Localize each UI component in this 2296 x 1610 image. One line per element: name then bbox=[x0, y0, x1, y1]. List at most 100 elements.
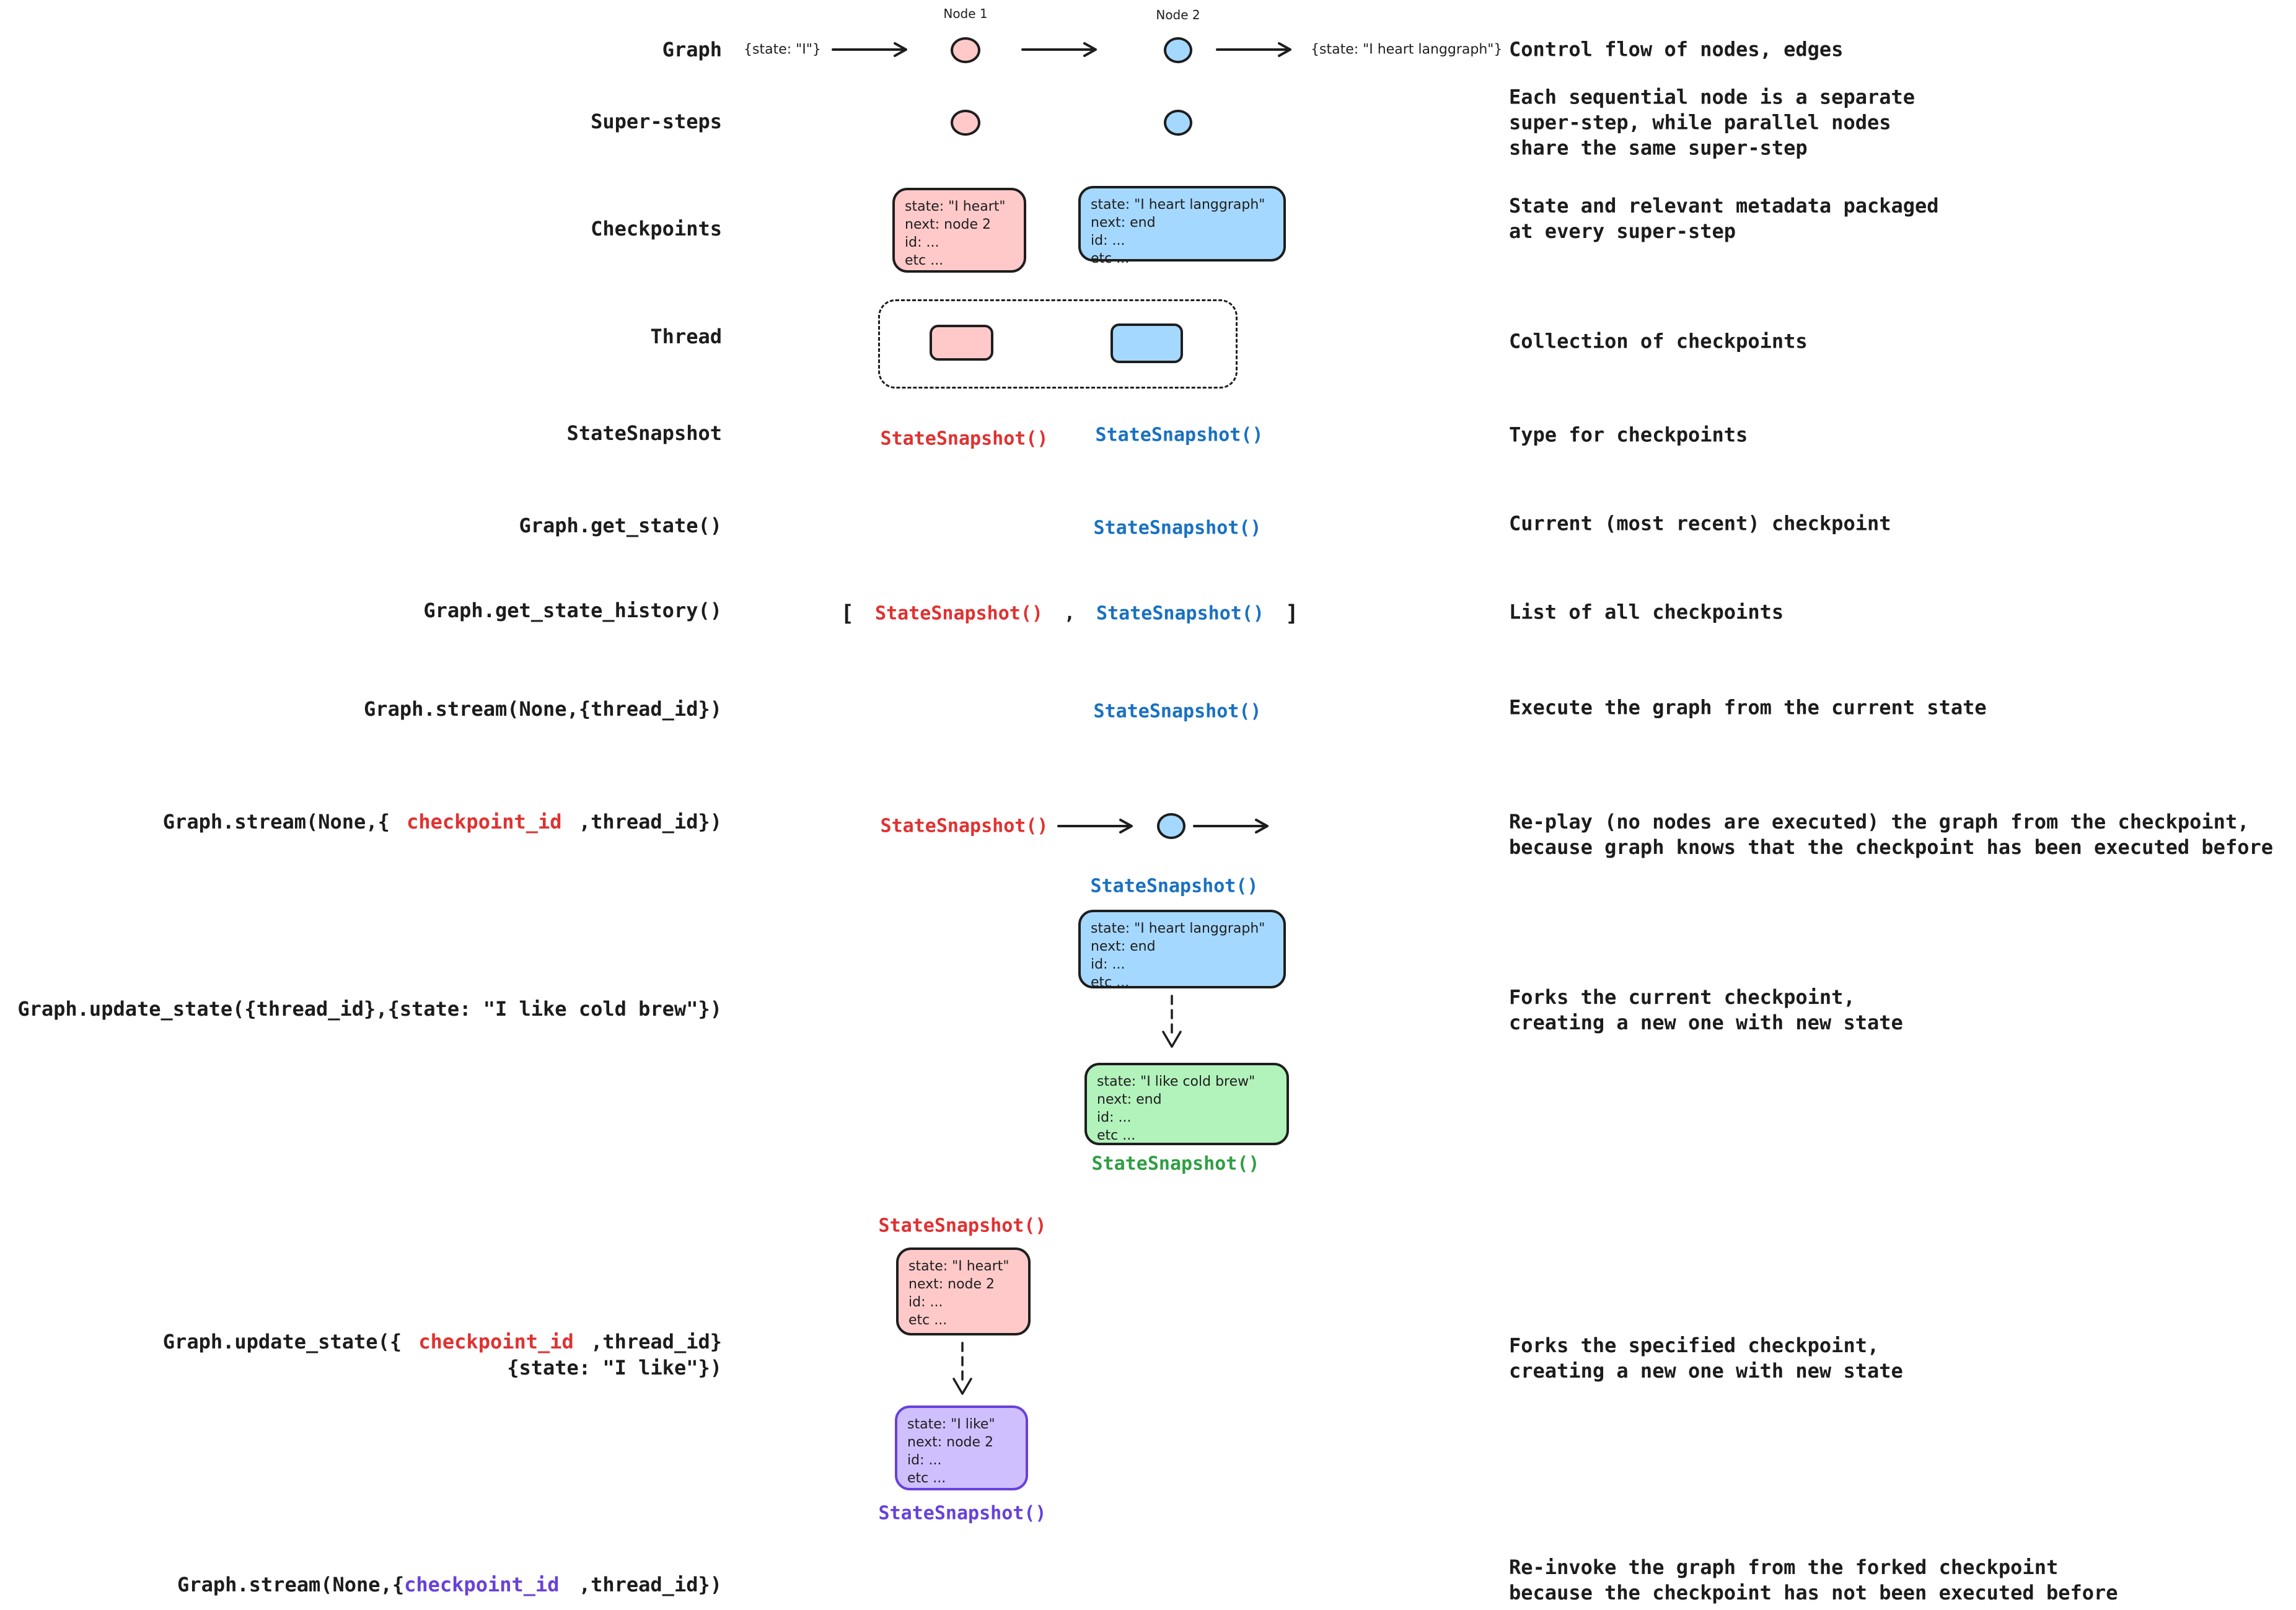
state-snapshot-call-purple: StateSnapshot() bbox=[878, 1502, 1047, 1524]
label-checkpoints: Checkpoints bbox=[591, 217, 722, 240]
card-line: state: "I heart langgraph" bbox=[1091, 197, 1265, 213]
card-line: next: end bbox=[1091, 215, 1156, 231]
desc-stream-current: Execute the graph from the current state bbox=[1509, 695, 1987, 719]
card-line: etc ... bbox=[1091, 251, 1130, 266]
superstep1-circle bbox=[951, 110, 980, 136]
state-snapshot-call-blue: StateSnapshot() bbox=[1090, 875, 1259, 897]
code-post: ,thread_id}) bbox=[566, 810, 722, 834]
bracket-open: [ bbox=[840, 600, 855, 627]
checkpoint-card-pink: state: "I heart" next: node 2 id: ... et… bbox=[896, 1247, 1031, 1335]
card-line: id: ... bbox=[908, 1295, 943, 1310]
desc-update-specified: Forks the specified checkpoint, creating… bbox=[1509, 1333, 1903, 1384]
label-stream-replay: Graph.stream(None,{ checkpoint_id ,threa… bbox=[163, 810, 722, 834]
node2-circle bbox=[1164, 37, 1192, 63]
state-snapshot-call-red: StateSnapshot() bbox=[880, 428, 1049, 450]
label-update-specified-line2: {state: "I like"}) bbox=[507, 1356, 722, 1379]
desc-line: Each sequential node is a separate bbox=[1509, 85, 1916, 109]
code-pre: Graph.stream(None,{ bbox=[162, 810, 402, 834]
card-line: etc ... bbox=[907, 1471, 946, 1486]
node1-label: Node 1 bbox=[943, 6, 988, 21]
state-snapshot-list: [ StateSnapshot() , StateSnapshot() ] bbox=[840, 601, 1298, 627]
label-graph: Graph bbox=[662, 38, 722, 61]
replay-node-circle bbox=[1157, 813, 1185, 839]
card-line: etc ... bbox=[1097, 1128, 1136, 1143]
desc-get-state-history: List of all checkpoints bbox=[1509, 600, 1784, 624]
code-post: ,thread_id}) bbox=[566, 1573, 722, 1596]
arrow-down-dashed-icon bbox=[1162, 995, 1182, 1048]
desc-stream-replay: Re-play (no nodes are executed) the grap… bbox=[1509, 809, 2273, 860]
desc-checkpoints: State and relevant metadata packaged at … bbox=[1509, 193, 1939, 244]
state-snapshot-call-blue: StateSnapshot() bbox=[1095, 424, 1264, 446]
code-post: ,thread_id} bbox=[578, 1330, 722, 1353]
checkpoint-id-token: checkpoint_id bbox=[407, 810, 562, 834]
label-super-steps: Super-steps bbox=[591, 110, 722, 133]
desc-line: creating a new one with new state bbox=[1509, 1359, 1903, 1383]
card-line: id: ... bbox=[907, 1453, 942, 1468]
card-line: state: "I heart" bbox=[905, 199, 1006, 214]
arrow-right-icon bbox=[1193, 819, 1269, 834]
state-snapshot-call-red: StateSnapshot() bbox=[875, 602, 1043, 625]
card-line: state: "I heart" bbox=[908, 1259, 1009, 1274]
card-line: etc ... bbox=[905, 253, 944, 268]
checkpoint-card-blue: state: "I heart langgraph" next: end id:… bbox=[1078, 186, 1286, 266]
card-line: next: node 2 bbox=[905, 217, 992, 232]
card-line: next: end bbox=[1091, 939, 1156, 954]
bracket-close: ] bbox=[1285, 600, 1299, 627]
arrow-right-icon bbox=[832, 42, 907, 57]
superstep2-circle bbox=[1164, 110, 1192, 136]
card-line: state: "I like cold brew" bbox=[1097, 1074, 1256, 1089]
thread-container bbox=[878, 299, 1238, 389]
checkpoint-card-green: state: "I like cold brew" next: end id: … bbox=[1084, 1063, 1289, 1145]
desc-stream-forked: Re-invoke the graph from the forked chec… bbox=[1509, 1555, 2118, 1606]
card-line: id: ... bbox=[905, 235, 939, 250]
card-line: etc ... bbox=[1091, 975, 1130, 990]
desc-line: because the checkpoint has not been exec… bbox=[1509, 1581, 2118, 1604]
desc-line: super-step, while parallel nodes bbox=[1509, 110, 1891, 134]
card-line: id: ... bbox=[1097, 1110, 1132, 1125]
desc-super-steps: Each sequential node is a separate super… bbox=[1509, 85, 1915, 161]
checkpoint-card-purple: state: "I like" next: node 2 id: ... etc… bbox=[895, 1405, 1028, 1490]
node2-label: Node 2 bbox=[1156, 7, 1200, 22]
card-line: etc ... bbox=[908, 1313, 948, 1328]
desc-line: Re-play (no nodes are executed) the grap… bbox=[1509, 810, 2250, 834]
checkpoint-card-pink: state: "I heart" next: node 2 id: ... et… bbox=[892, 188, 1026, 273]
checkpoint-id-token: checkpoint_id bbox=[418, 1330, 574, 1353]
card-line: next: node 2 bbox=[908, 1277, 995, 1292]
desc-state-snapshot: Type for checkpoints bbox=[1509, 423, 1748, 447]
thread-checkpoint-pink bbox=[930, 325, 993, 361]
desc-line: at every super-step bbox=[1509, 219, 1736, 243]
state-snapshot-call-red: StateSnapshot() bbox=[878, 1215, 1047, 1237]
code-pre: Graph.update_state({ bbox=[162, 1330, 414, 1353]
card-line: id: ... bbox=[1091, 957, 1125, 972]
output-state-annotation: {state: "I heart langgraph"} bbox=[1311, 42, 1503, 58]
label-get-state-history: Graph.get_state_history() bbox=[423, 599, 722, 622]
label-thread: Thread bbox=[650, 325, 722, 348]
desc-line: Forks the current checkpoint, bbox=[1509, 985, 1855, 1009]
label-stream-current: Graph.stream(None,{thread_id}) bbox=[364, 697, 722, 721]
desc-line: Re-invoke the graph from the forked chec… bbox=[1509, 1555, 2059, 1579]
desc-line: creating a new one with new state bbox=[1509, 1011, 1903, 1034]
desc-line: Forks the specified checkpoint, bbox=[1509, 1334, 1880, 1357]
desc-line: share the same super-step bbox=[1509, 136, 1808, 160]
checkpoint-card-blue: state: "I heart langgraph" next: end id:… bbox=[1078, 910, 1286, 990]
desc-line: because graph knows that the checkpoint … bbox=[1509, 835, 2273, 859]
label-get-state: Graph.get_state() bbox=[519, 514, 722, 537]
desc-update-current: Forks the current checkpoint, creating a… bbox=[1509, 985, 1903, 1036]
card-line: id: ... bbox=[1091, 233, 1125, 249]
card-line: state: "I like" bbox=[907, 1417, 995, 1432]
state-snapshot-call-blue: StateSnapshot() bbox=[1093, 517, 1262, 539]
state-snapshot-call-green: StateSnapshot() bbox=[1091, 1153, 1260, 1175]
input-state-annotation: {state: "I"} bbox=[744, 42, 821, 58]
state-snapshot-call-blue: StateSnapshot() bbox=[1093, 700, 1262, 723]
arrow-right-icon bbox=[1021, 42, 1097, 57]
node1-circle bbox=[951, 37, 980, 63]
label-state-snapshot: StateSnapshot bbox=[566, 421, 722, 445]
comma: , bbox=[1063, 602, 1076, 625]
thread-checkpoint-blue bbox=[1111, 323, 1183, 363]
desc-line: State and relevant metadata packaged bbox=[1509, 194, 1939, 218]
code-pre: Graph.stream(None,{ bbox=[177, 1573, 405, 1596]
card-line: next: node 2 bbox=[907, 1435, 994, 1450]
card-line: next: end bbox=[1097, 1092, 1162, 1107]
arrow-right-icon bbox=[1057, 819, 1133, 834]
